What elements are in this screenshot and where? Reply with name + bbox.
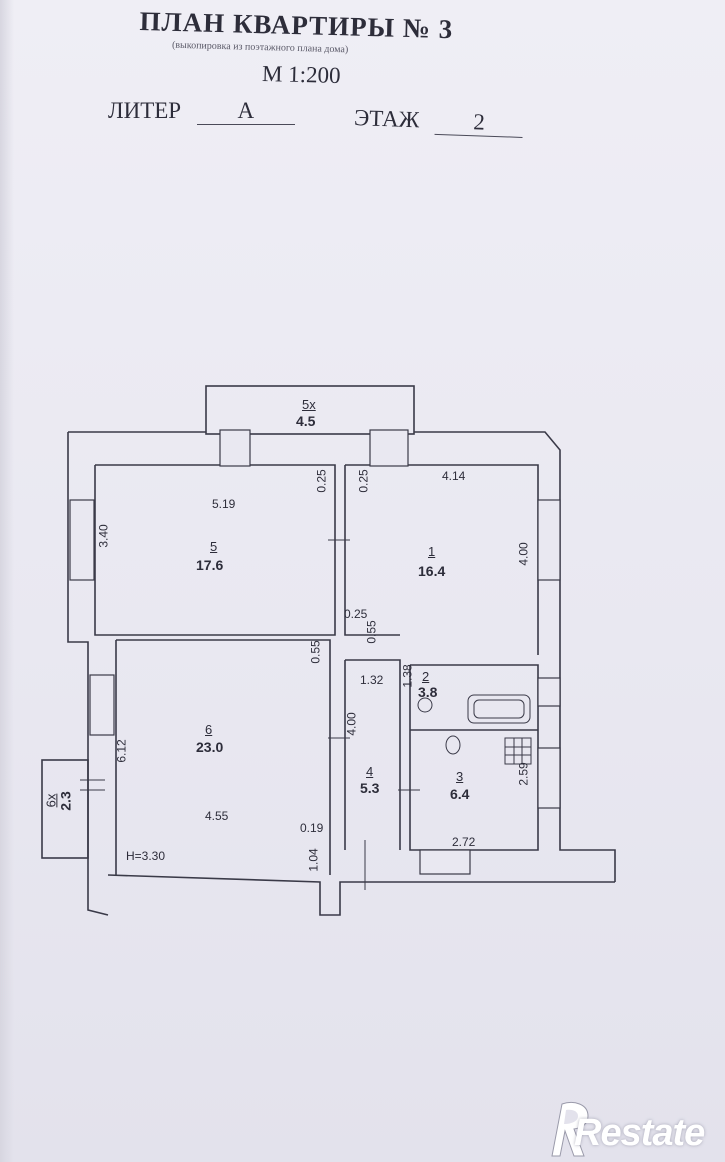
room-4-area: 5.3	[360, 780, 380, 796]
floor-label: ЭТАЖ	[353, 105, 420, 133]
balcony-5x-outline	[205, 385, 415, 435]
room-6x-area: 2.3	[57, 791, 74, 811]
restate-logo-icon	[551, 1102, 589, 1157]
sink-fixture	[417, 697, 433, 713]
dim-hall-height: 4.00	[344, 712, 359, 736]
room-6-outline	[116, 639, 331, 875]
bathtub-inner	[473, 699, 525, 719]
room-3-number: 3	[456, 769, 464, 784]
floor-plan-drawing	[41, 385, 616, 916]
room-1-number: 1	[428, 544, 436, 559]
bathtub	[467, 694, 531, 724]
toilet-fixture	[445, 735, 461, 755]
dim-wall-055-b: 0.55	[364, 620, 379, 644]
room-2-number: 2	[422, 669, 430, 684]
room-1-left-wall	[344, 465, 400, 636]
room-4-number: 4	[366, 764, 374, 779]
restate-watermark: Restate	[548, 1098, 725, 1162]
room-1-area: 16.4	[418, 563, 446, 579]
dim-room5-width: 5.19	[212, 497, 236, 511]
dim-room6-height: 6.12	[114, 739, 129, 763]
outer-wall-right	[414, 431, 616, 882]
dim-wall-025-c: 0.25	[344, 607, 368, 621]
dim-wall-025-a: 0.25	[314, 469, 329, 493]
window-top-1	[219, 429, 251, 467]
page-shadow-edge	[0, 0, 14, 1162]
room-6x-number: 6х	[43, 793, 59, 808]
window-right-2	[537, 677, 561, 707]
dim-wall-019: 0.19	[300, 821, 324, 835]
room-1-outline	[345, 464, 539, 655]
scale-label: М 1:200	[261, 60, 341, 89]
room-5x-number: 5х	[302, 397, 316, 412]
window-bottom-1	[419, 849, 471, 875]
dim-hall-width: 1.32	[360, 673, 384, 687]
window-right-1	[537, 499, 561, 581]
outer-wall-bottom	[107, 874, 615, 916]
document-subtitle: (выкопировка из поэтажного плана дома)	[171, 39, 349, 56]
outer-wall-left	[67, 432, 109, 916]
dim-kitchen-width: 2.72	[452, 835, 476, 849]
stove-fixture	[504, 737, 532, 765]
floor-value: 2	[434, 107, 524, 138]
restate-watermark-text: Restate	[574, 1112, 705, 1154]
room-5x-area: 4.5	[296, 413, 316, 429]
room-5-area: 17.6	[196, 557, 224, 573]
dim-room1-width: 4.14	[442, 469, 466, 483]
floor-field: ЭТАЖ 2	[354, 105, 524, 138]
room-2-3-outline	[409, 664, 539, 851]
dim-room5-height: 3.40	[96, 524, 111, 548]
dim-bath-height: 1.38	[400, 664, 415, 688]
dim-wall-104: 1.04	[306, 848, 321, 872]
dim-room6-width: 4.55	[205, 809, 229, 823]
room-5-outline	[94, 464, 336, 636]
liter-label: ЛИТЕР	[108, 98, 182, 123]
dim-kitchen-height: 2.59	[516, 762, 531, 786]
dim-room1-height: 4.00	[516, 542, 531, 566]
dim-wall-055-a: 0.55	[308, 640, 323, 664]
document-header: ПЛАН КВАРТИРЫ № 3 (выкопировка из поэтаж…	[0, 0, 725, 170]
ceiling-height-label: H=3.30	[126, 849, 166, 863]
liter-field: ЛИТЕР А	[108, 98, 295, 125]
window-left-2	[89, 674, 115, 736]
liter-value: А	[196, 98, 295, 125]
room-6-area: 23.0	[196, 739, 224, 755]
room-5-number: 5	[210, 539, 218, 554]
room-6-number: 6	[205, 722, 213, 737]
window-left-1	[69, 499, 95, 581]
room-4-outline	[345, 659, 401, 850]
room-2-area: 3.8	[418, 684, 438, 700]
window-top-2	[369, 429, 409, 467]
room-3-area: 6.4	[450, 786, 470, 802]
window-right-3	[537, 747, 561, 809]
dim-wall-025-b: 0.25	[356, 469, 371, 493]
floor-plan: 5х 4.5 5 17.6 1 16.4 2 3.8 6 23.0 4 5.3 …	[0, 370, 725, 930]
balcony-6x-outline	[41, 759, 89, 859]
